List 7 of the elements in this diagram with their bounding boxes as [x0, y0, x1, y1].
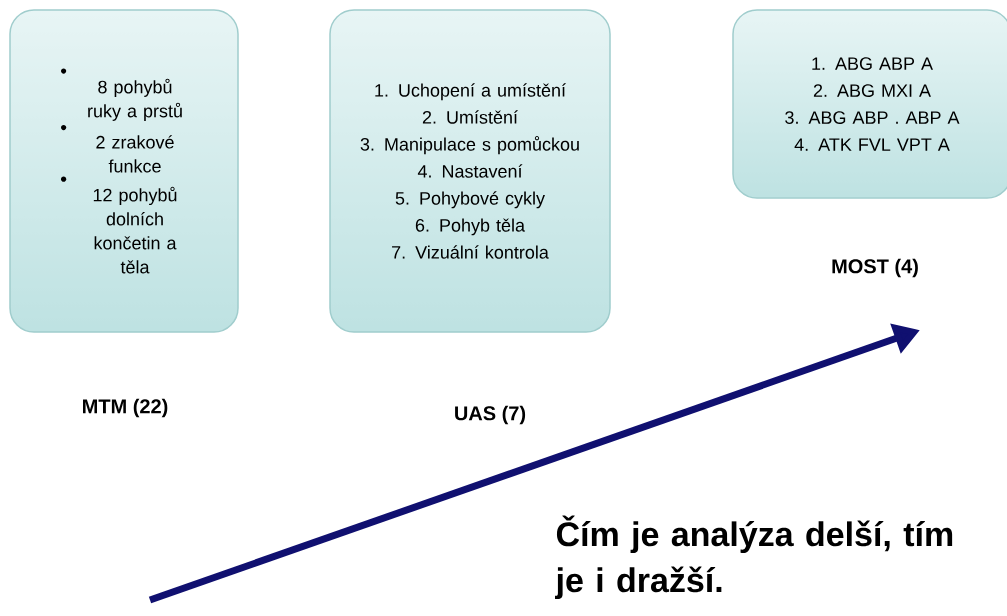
note-text: Čím je analýza delší, tím je i dražší. [555, 515, 953, 600]
rounded-box: 1. ABG ABP A 2. ABG MXI A 3. ABG ABP . ABP A 4. ATK FVL VPT A [732, 9, 1007, 199]
method-label: UAS (7) [455, 405, 526, 425]
rounded-box: 8 pohybů ruky a prstů 2 zrakové funkce 12 pohybů dolních končetin a těla [9, 9, 239, 333]
method-label: MOST (4) [832, 258, 918, 278]
method-label: MTM (22) [83, 398, 168, 418]
rounded-box: 1. Uchopení a umístění 2. Umístění 3. Manipulace s pomůckou 4. Nastavení 5. Pohybové cykly 6. Pohyb těla 7. Vizuální kontrola [329, 9, 611, 333]
